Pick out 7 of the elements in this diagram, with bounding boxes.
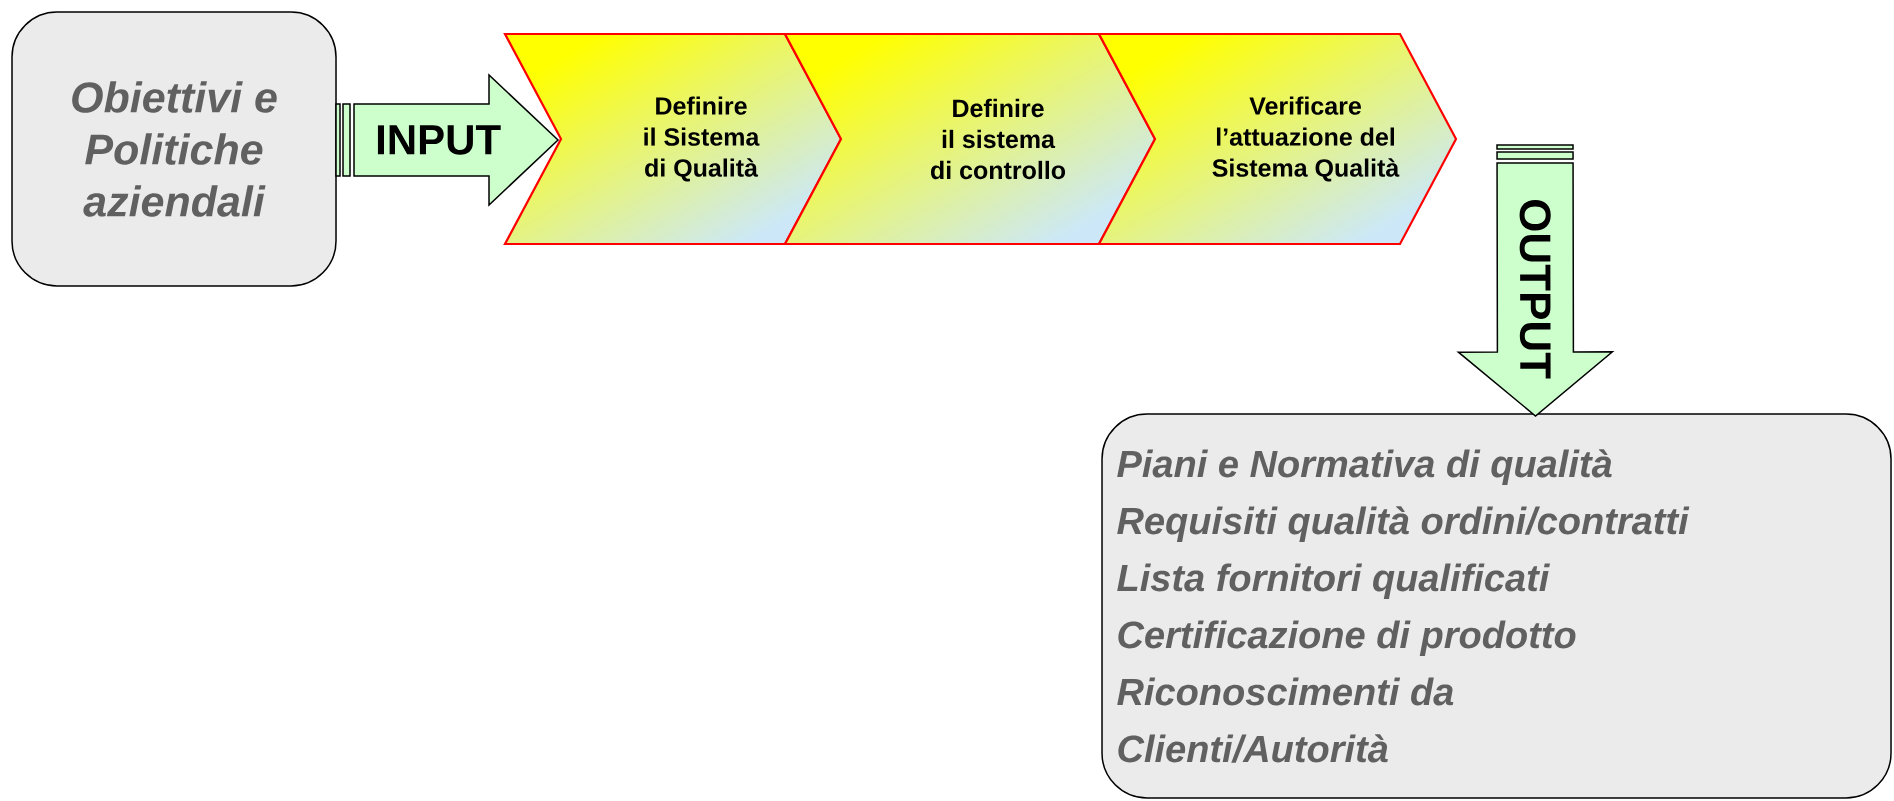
edge-label: INPUT — [375, 125, 502, 155]
rounded-box: Obiettivi e Politiche aziendali — [11, 11, 337, 287]
chevron-step: Verificare l’attuazione del Sistema Qualità — [1097, 32, 1458, 246]
chevron-step: Definire il sistema di controllo — [783, 32, 1157, 246]
chevron-step: Definire il Sistema di Qualità — [503, 32, 843, 246]
edge-label: OUTPUT — [1519, 198, 1552, 380]
rounded-box: Piani e Normativa di qualità Requisiti qualità ordini/contratti Lista fornitori qualificati Certificazione di prodotto Riconoscimenti da Clienti/Autorità — [1101, 413, 1892, 799]
